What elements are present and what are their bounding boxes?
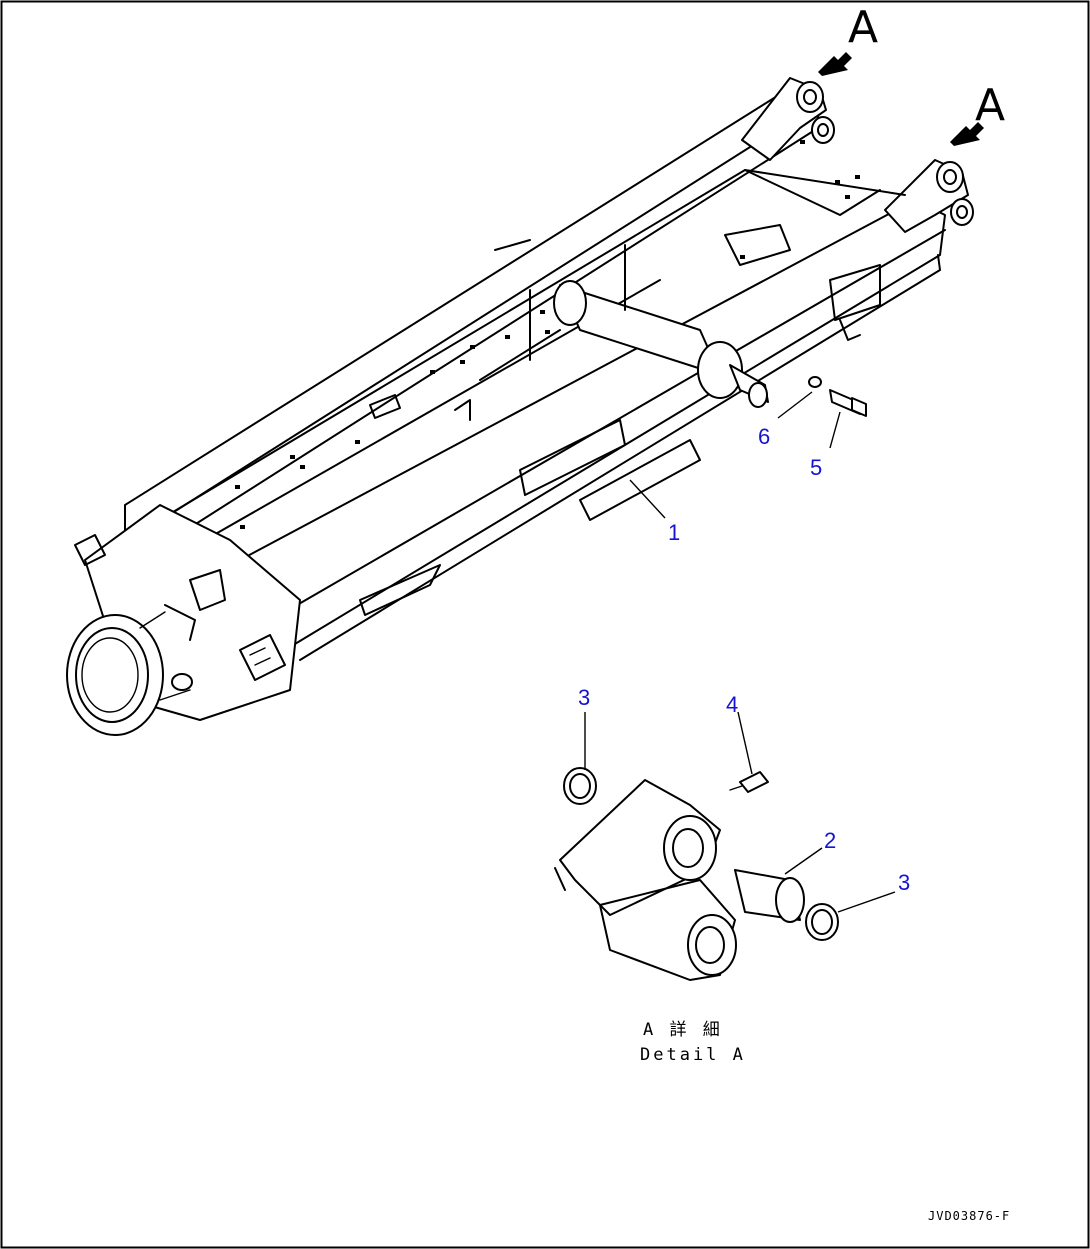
- right-arm-bore-lower: [950, 198, 974, 226]
- detail-caption-english: Detail A: [640, 1045, 746, 1065]
- grease-fitting-part-4: [739, 771, 769, 793]
- callout-part-3-left[interactable]: 3: [578, 685, 590, 710]
- detail-lower-bore: [687, 914, 737, 976]
- callout-part-4[interactable]: 4: [726, 692, 738, 717]
- pivot-boss: [697, 341, 743, 399]
- view-label-a-right: A: [975, 80, 1005, 131]
- right-arm-bore-top: [936, 161, 964, 193]
- rear-frame-assembly: [66, 77, 974, 736]
- detail-upper-bore: [663, 815, 717, 881]
- bolt-part-5: [829, 389, 867, 417]
- leader-lines: [584, 391, 896, 913]
- callout-part-3-right[interactable]: 3: [898, 870, 910, 895]
- detail-caption-japanese: A 詳 細: [643, 1020, 723, 1040]
- deck-fastener-marks: [235, 140, 860, 529]
- washer-part-6: [808, 376, 822, 388]
- callout-part-6[interactable]: 6: [758, 424, 770, 449]
- left-arm-bore-lower: [811, 116, 835, 144]
- drawing-number: JVD03876-F: [928, 1209, 1010, 1223]
- callout-part-2[interactable]: 2: [824, 828, 836, 853]
- view-label-a-left: A: [848, 2, 878, 53]
- callout-part-1[interactable]: 1: [668, 520, 680, 545]
- callout-part-5[interactable]: 5: [810, 455, 822, 480]
- view-arrow-a-left: [818, 52, 852, 76]
- left-arm-bore-top: [796, 81, 824, 113]
- detail-a-view: [554, 767, 839, 981]
- cross-tube-end: [553, 280, 587, 326]
- view-arrow-a-right: [950, 122, 984, 146]
